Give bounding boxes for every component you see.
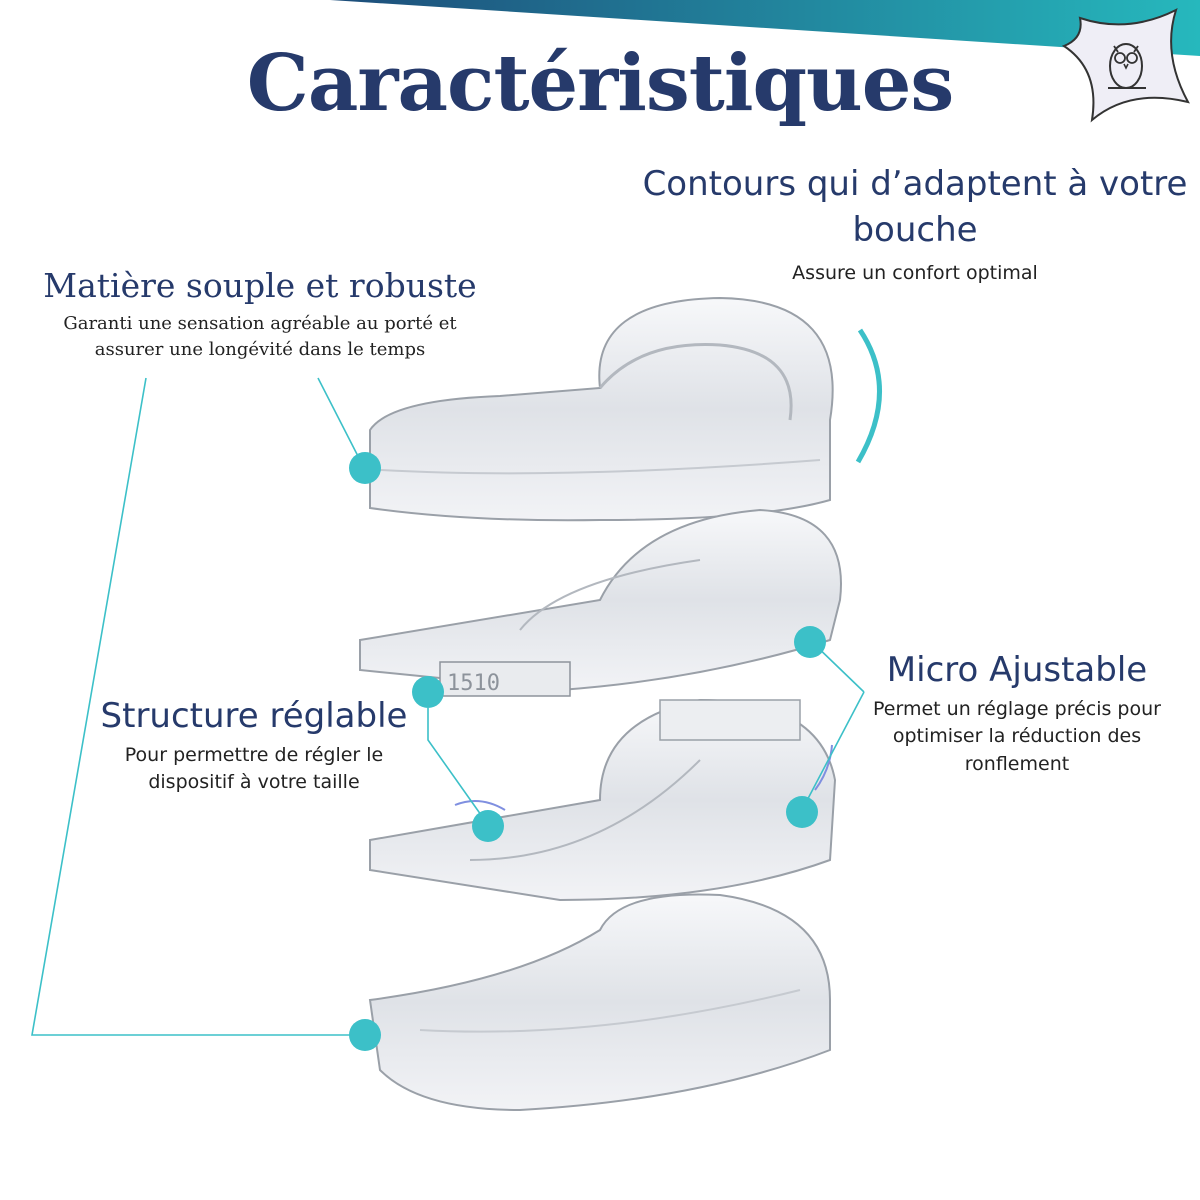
feature-micro-desc: Permet un réglage précis pour optimiser … xyxy=(873,697,1161,775)
callout-line-matiere-bracket xyxy=(31,377,362,1036)
teal-dot-icon xyxy=(349,452,381,484)
feature-structure: Structure réglable Pour permettre de rég… xyxy=(100,694,408,797)
feature-matiere-title: Matière souple et robuste xyxy=(43,266,477,305)
bottom-tray-piece xyxy=(368,893,831,1112)
owl-pillow-icon xyxy=(1061,8,1190,123)
feature-contours-title: Contours qui d’adaptent à votre bouche xyxy=(642,164,1188,250)
feature-contours-desc: Assure un confort optimal xyxy=(792,261,1038,284)
teal-dot-icon xyxy=(349,1019,381,1051)
feature-micro-title: Micro Ajustable xyxy=(886,650,1148,690)
teal-dot-icon xyxy=(786,796,818,828)
upper-adjustment-plate: 1510 xyxy=(359,508,842,697)
callout-line-matiere-top xyxy=(317,377,363,465)
feature-micro: Micro Ajustable Permet un réglage précis… xyxy=(862,648,1172,779)
top-gradient-banner xyxy=(330,0,1200,56)
feature-contours: Contours qui d’adaptent à votre bouche A… xyxy=(640,162,1190,287)
page-title: Caractéristiques xyxy=(246,38,955,129)
feature-structure-desc: Pour permettre de régler le dispositif à… xyxy=(124,743,384,794)
feature-structure-title: Structure réglable xyxy=(100,696,408,736)
callout-line-micro-lower xyxy=(801,691,865,811)
feature-matiere: Matière souple et robuste Garanti une se… xyxy=(20,264,500,363)
teal-dot-icon xyxy=(412,676,444,708)
teal-dot-icon xyxy=(794,626,826,658)
callout-line-structure xyxy=(427,708,487,823)
feature-matiere-desc: Garanti une sensation agréable au porté … xyxy=(63,312,457,360)
lower-adjustment-plate xyxy=(369,698,837,902)
svg-text:1510: 1510 xyxy=(447,671,500,696)
top-tray-piece xyxy=(369,296,882,522)
teal-dot-icon xyxy=(472,810,504,842)
